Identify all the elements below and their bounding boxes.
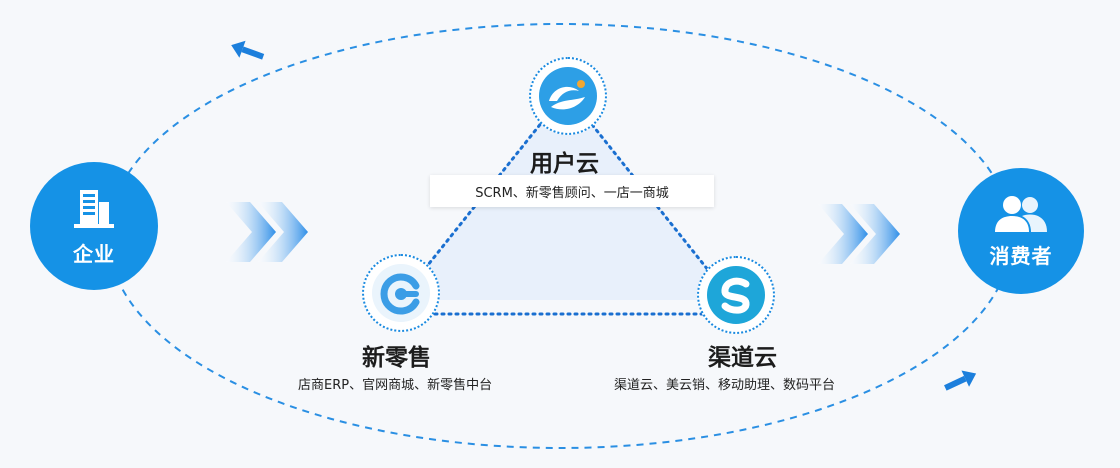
channel-cloud-logo-icon <box>721 277 750 314</box>
new-retail-desc: 店商ERP、官网商城、新零售中台 <box>298 378 493 393</box>
user-cloud-title: 用户云 <box>530 151 599 177</box>
arrow-top-left-icon <box>231 40 265 60</box>
consumer-node: 消费者 <box>958 168 1084 294</box>
channel-cloud-badge <box>697 256 775 334</box>
users-icon <box>995 195 1047 232</box>
user-cloud-desc: SCRM、新零售顾问、一店一商城 <box>430 175 714 207</box>
building-icon <box>74 189 114 228</box>
user-cloud-logo-icon <box>549 80 585 110</box>
chevrons-left-icon <box>226 202 308 262</box>
new-retail-title: 新零售 <box>362 345 431 371</box>
user-cloud-badge <box>529 57 607 135</box>
enterprise-label: 企业 <box>73 241 115 266</box>
arrow-bottom-right-icon <box>944 370 977 391</box>
chevrons-right-icon <box>818 204 900 264</box>
enterprise-node: 企业 <box>30 162 158 290</box>
channel-cloud-desc: 渠道云、美云销、移动助理、数码平台 <box>614 378 836 393</box>
channel-cloud-title: 渠道云 <box>708 345 777 371</box>
new-retail-badge <box>362 254 440 332</box>
new-retail-logo-icon <box>380 273 420 315</box>
consumer-label: 消费者 <box>989 243 1053 268</box>
